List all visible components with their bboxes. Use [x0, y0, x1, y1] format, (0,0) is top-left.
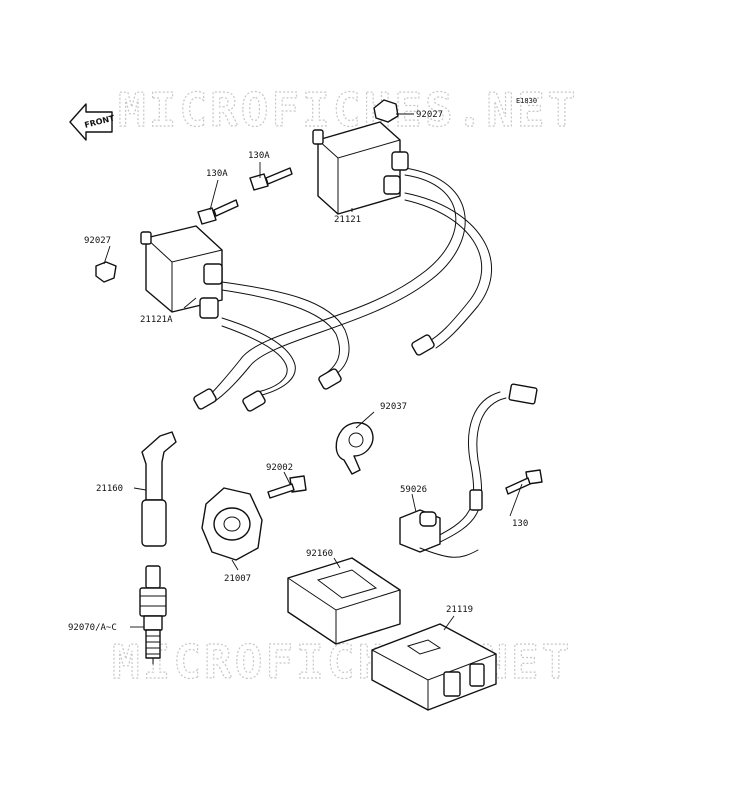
bolt-130-right	[505, 469, 543, 495]
label-92027-left: 92027	[84, 236, 111, 246]
case-92160	[287, 557, 401, 645]
label-130: 130	[512, 519, 528, 529]
label-21121A: 21121A	[140, 315, 173, 325]
figure-reference: E1830	[516, 97, 537, 105]
watermark-bottom: MICROFICHES.NET	[112, 635, 572, 689]
ignition-coil-21121A	[140, 225, 223, 319]
bolt-92002	[267, 475, 307, 499]
label-130A-left: 130A	[206, 169, 228, 179]
spark-plug-92070	[139, 565, 167, 665]
bolt-130A-right	[249, 167, 293, 191]
label-92002: 92002	[266, 463, 293, 473]
label-21160: 21160	[96, 484, 123, 494]
clamp-92037	[335, 422, 374, 475]
label-92070: 92070/A~C	[68, 623, 117, 633]
front-arrow-icon: FRONT	[69, 103, 116, 141]
label-21007: 21007	[224, 574, 251, 584]
collar-92027-left	[95, 261, 117, 283]
label-92027-top: 92027	[416, 110, 443, 120]
label-92037: 92037	[380, 402, 407, 412]
ignition-cables	[204, 167, 493, 403]
bolt-130A-left	[197, 199, 239, 225]
spark-plug-cap-21160	[141, 431, 177, 547]
watermark-top: MICROFICHES.NET	[118, 83, 578, 137]
collar-92027-top	[373, 99, 399, 123]
pickup-coil-59026	[399, 383, 538, 558]
igniter-21119	[371, 623, 497, 711]
label-59026: 59026	[400, 485, 427, 495]
cable-end-caps	[193, 334, 435, 412]
label-21119: 21119	[446, 605, 473, 615]
label-21121: 21121	[334, 215, 361, 225]
rotor-21007	[201, 487, 263, 561]
ignition-coil-21121	[312, 121, 409, 215]
leader-lines	[103, 113, 523, 631]
label-130A-right: 130A	[248, 151, 270, 161]
label-92160: 92160	[306, 549, 333, 559]
